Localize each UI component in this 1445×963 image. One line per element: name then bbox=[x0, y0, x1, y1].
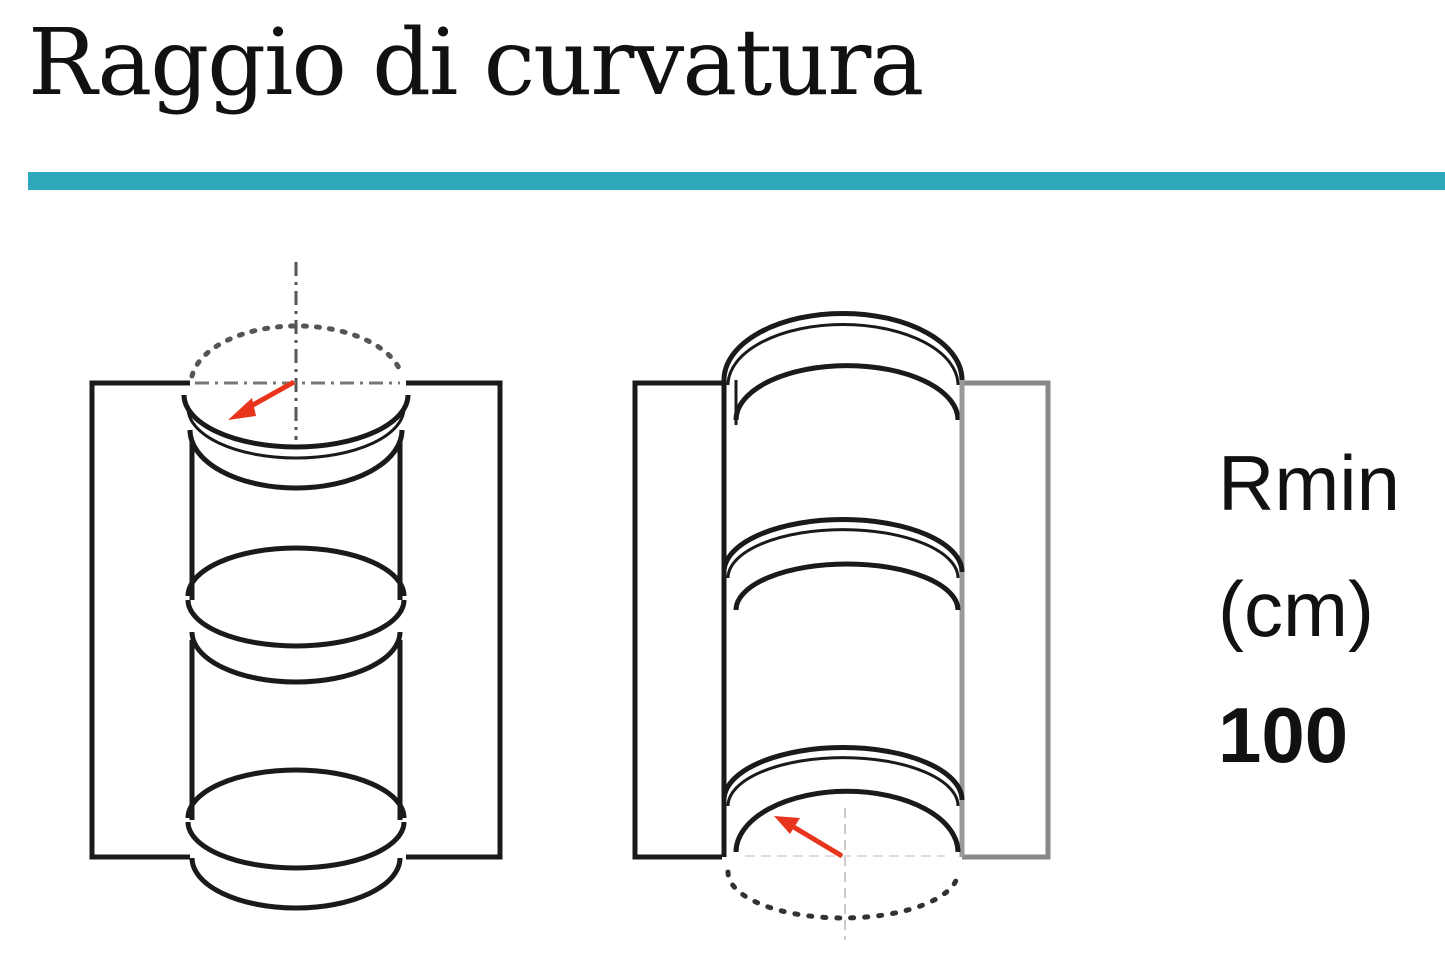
min-radius-spec: Rmin (cm) 100 bbox=[1218, 420, 1400, 798]
spec-label: Rmin bbox=[1218, 439, 1401, 527]
spec-unit: (cm) bbox=[1218, 565, 1374, 653]
title-divider bbox=[28, 172, 1445, 190]
spec-value: 100 bbox=[1218, 691, 1349, 779]
radius-arrow-icon bbox=[228, 379, 296, 420]
bend-radius-diagram bbox=[89, 262, 1051, 940]
radius-arrow-icon bbox=[774, 816, 844, 859]
convex-bend-figure bbox=[89, 262, 503, 911]
page-title: Raggio di curvatura bbox=[28, 9, 924, 116]
concave-bend-figure bbox=[632, 310, 1051, 940]
